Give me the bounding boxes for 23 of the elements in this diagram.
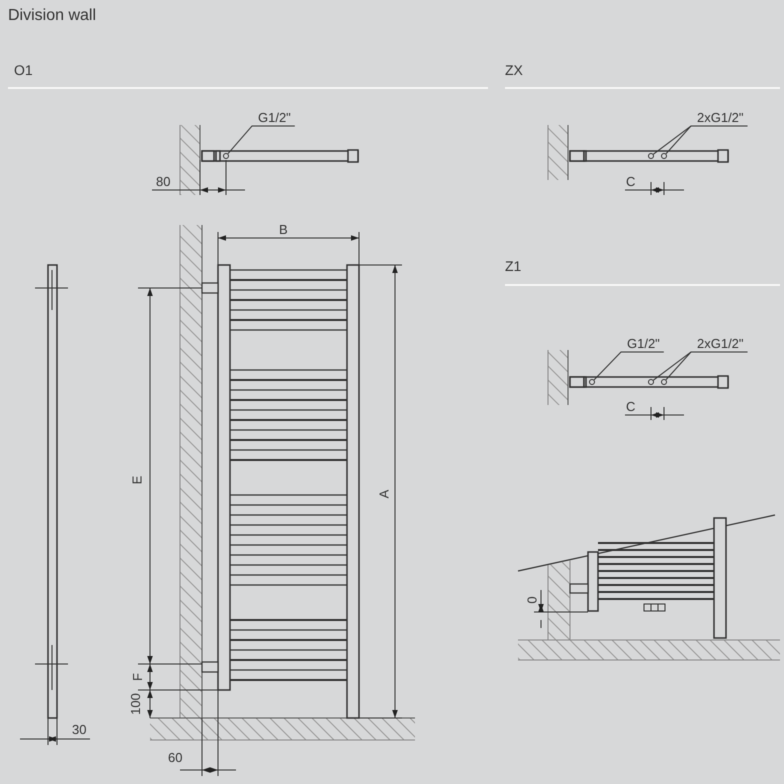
dimension-value: C <box>626 399 636 415</box>
view-heading: ZX <box>505 62 523 78</box>
dimension-value: 60 <box>168 750 182 766</box>
view-heading: Z1 <box>505 258 522 274</box>
connection-label: 2xG1/2" <box>697 110 744 126</box>
page-title: Division wall <box>8 8 96 24</box>
leader-line <box>594 352 664 380</box>
connection-label: G1/2" <box>258 110 291 126</box>
view-heading: O1 <box>14 62 33 78</box>
dimension-value: B <box>279 222 288 238</box>
leader-line <box>666 126 748 154</box>
dimension-value: E <box>129 476 146 484</box>
connection-label: G1/2" <box>627 336 660 352</box>
dimension-value: A <box>376 490 392 498</box>
connection-label: 2xG1/2" <box>697 336 744 352</box>
dimension-value: 80 <box>156 174 170 190</box>
dimension-value: 100 <box>128 693 144 715</box>
dimension-value: C <box>626 174 636 190</box>
dimension-value: 0 <box>524 596 541 604</box>
leader-line <box>666 352 748 380</box>
dimension-value: F <box>130 673 146 681</box>
dimension-value: 30 <box>72 722 86 738</box>
leader-line <box>227 126 296 154</box>
